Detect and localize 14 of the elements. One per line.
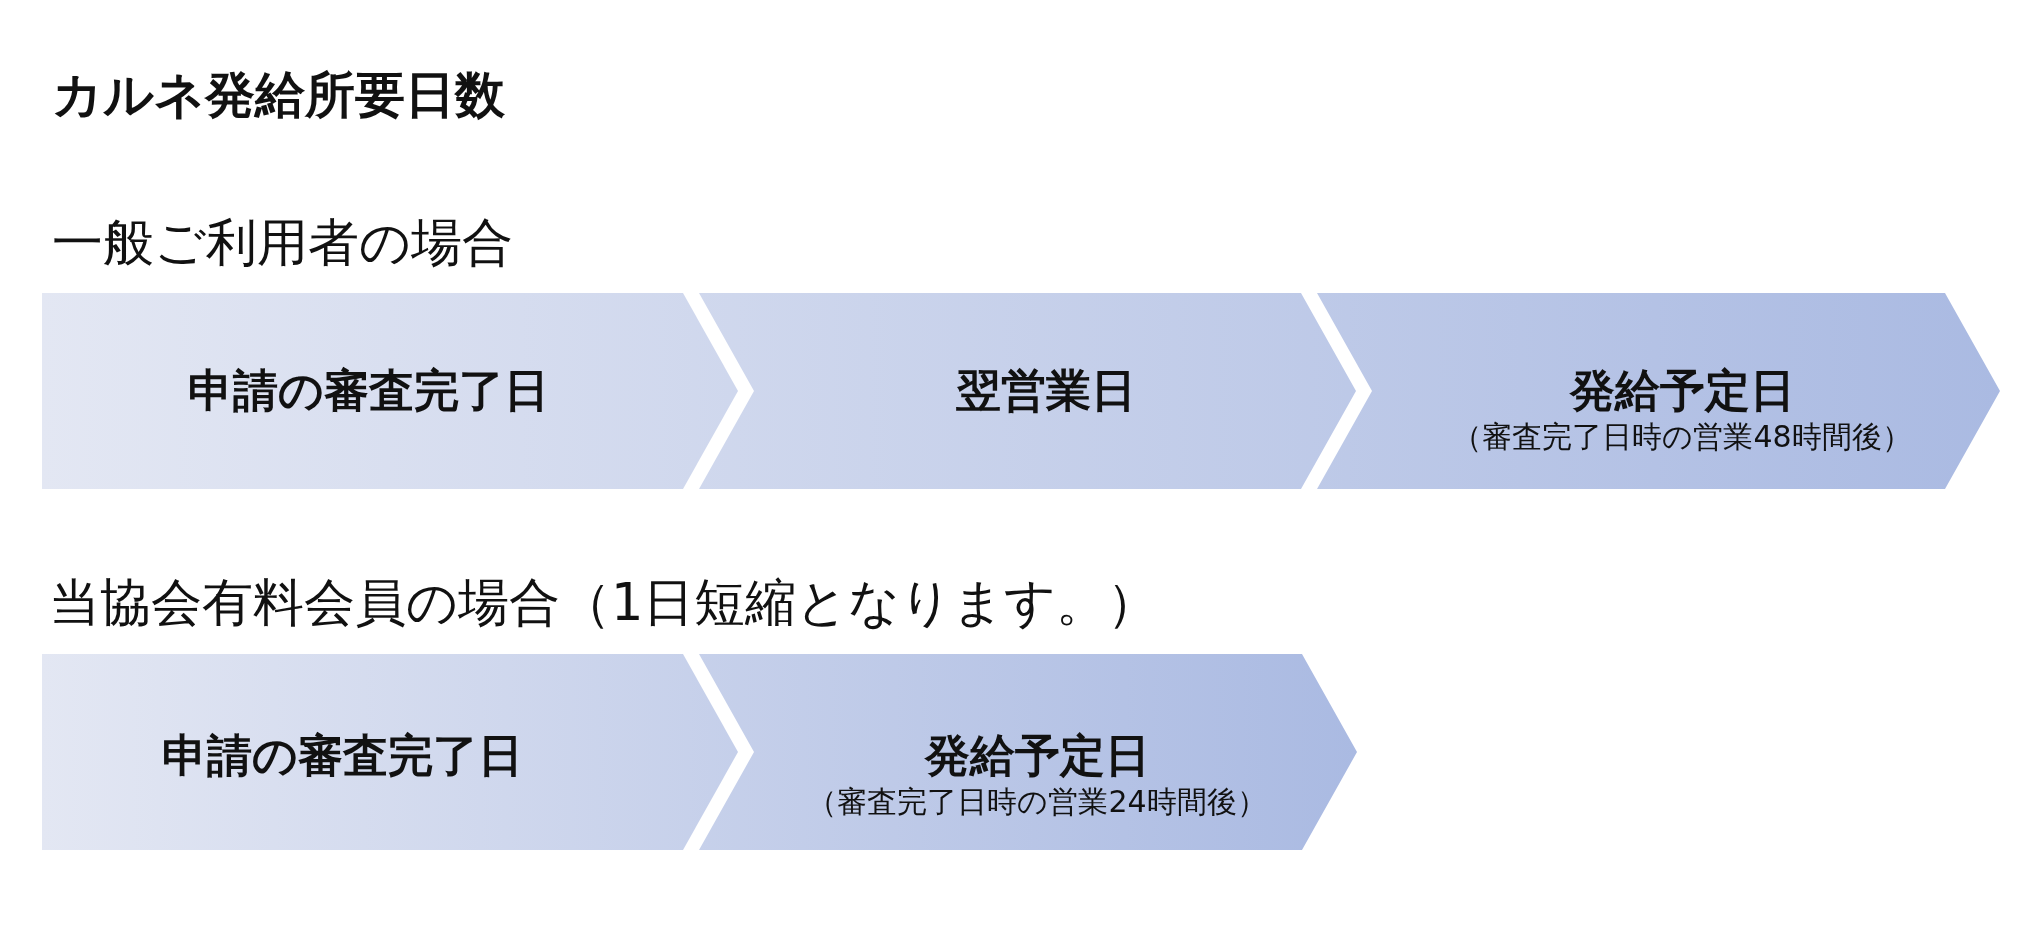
step-note: （審査完了日時の営業48時間後） <box>1452 422 1912 452</box>
page-title: カルネ発給所要日数 <box>52 70 505 120</box>
step-label: 発給予定日 <box>1569 368 1795 413</box>
step-label: 翌営業日 <box>956 368 1136 413</box>
chevron-step <box>42 654 738 850</box>
step-label: 発給予定日 <box>924 733 1150 778</box>
step-label: 申請の審査完了日 <box>161 733 523 778</box>
chevron-step <box>1317 293 2000 489</box>
step-label: 申請の審査完了日 <box>187 368 549 413</box>
section-heading: 当協会有料会員の場合（1日短縮となります。） <box>49 577 1159 628</box>
chevron-step <box>42 293 738 489</box>
step-note: （審査完了日時の営業24時間後） <box>807 787 1267 817</box>
chevron-step <box>699 654 1357 850</box>
chevron-step <box>699 293 1356 489</box>
